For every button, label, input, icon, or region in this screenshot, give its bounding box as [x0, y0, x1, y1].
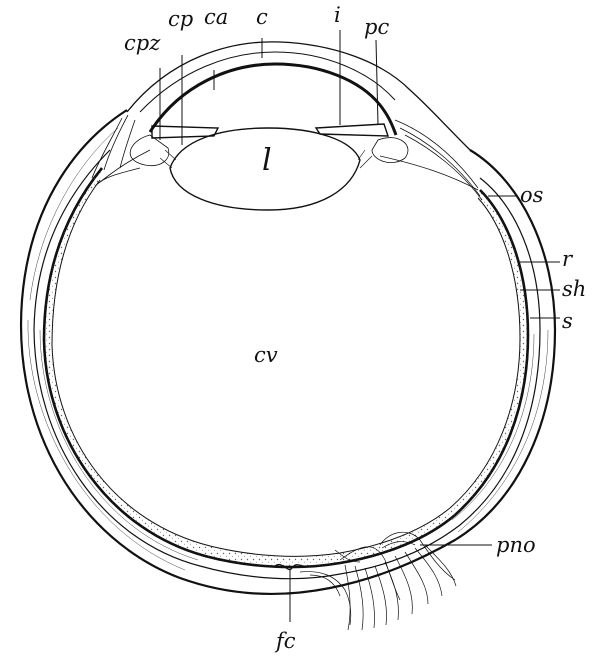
- sclera-inner: [33, 149, 541, 580]
- label-l: l: [262, 143, 272, 178]
- label-sh: sh: [562, 277, 586, 301]
- cornea-front: [139, 51, 396, 113]
- label-pno: pno: [496, 533, 536, 557]
- ciliary-body-right: [371, 119, 483, 201]
- label-ca: ca: [204, 5, 228, 29]
- label-s: s: [562, 309, 573, 333]
- fovea-centralis: [274, 564, 305, 570]
- cornea-inner: [148, 62, 398, 136]
- label-os: os: [520, 183, 544, 207]
- zonule-fibers: [159, 149, 373, 169]
- label-pc: pc: [364, 15, 389, 39]
- wall-striations: [27, 127, 549, 571]
- label-c: c: [256, 5, 268, 29]
- cornea-outer: [126, 41, 471, 151]
- label-cpz: cpz: [124, 31, 161, 55]
- label-fc: fc: [274, 629, 296, 653]
- iris-left: [151, 125, 220, 139]
- label-cv: cv: [254, 343, 278, 367]
- lens: [169, 127, 361, 211]
- label-r: r: [562, 247, 574, 271]
- label-cp: cp: [168, 7, 193, 31]
- optic-nerve: [299, 532, 457, 631]
- ciliary-body-left: [91, 114, 170, 187]
- sclera-outer: [19, 109, 557, 596]
- label-leader-lines: [159, 30, 560, 622]
- label-i: i: [334, 3, 341, 27]
- iris-right: [314, 123, 389, 137]
